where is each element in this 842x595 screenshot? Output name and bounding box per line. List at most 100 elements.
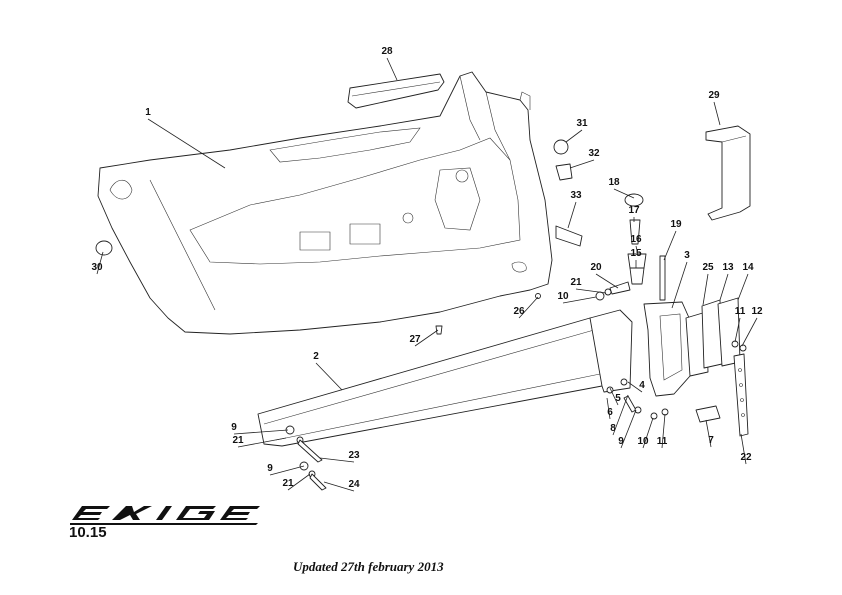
callout-leader-c28 xyxy=(386,57,398,81)
callout-leader-c9c xyxy=(620,409,637,449)
callout-number-c31: 31 xyxy=(576,118,588,129)
callout-leader-c21b xyxy=(237,437,287,448)
callout-number-c3: 3 xyxy=(684,250,690,261)
callout-leader-c9 xyxy=(233,429,289,435)
callout-number-c4: 4 xyxy=(639,380,645,391)
callout-number-c9: 9 xyxy=(231,422,237,433)
side-bracket-cover xyxy=(705,125,751,221)
callout-number-c21b: 21 xyxy=(232,435,244,446)
callout-leader-c31 xyxy=(565,129,583,143)
rod-19 xyxy=(659,255,666,301)
bolt-20 xyxy=(609,281,631,295)
callout-number-c14: 14 xyxy=(742,262,754,273)
clip-33 xyxy=(555,225,583,247)
callout-number-c25: 25 xyxy=(702,262,714,273)
hinge-bracket-3 xyxy=(643,301,691,397)
callout-leader-c33 xyxy=(567,201,577,229)
clip-32 xyxy=(555,163,573,181)
callout-number-c9c: 9 xyxy=(618,436,624,447)
callout-leader-c2 xyxy=(315,362,343,391)
callout-leader-c29 xyxy=(713,101,721,126)
callout-leader-c22 xyxy=(740,433,747,465)
side-impact-beam xyxy=(257,309,633,447)
callout-number-c32: 32 xyxy=(588,148,600,159)
callout-number-c29: 29 xyxy=(708,90,720,101)
nut-12 xyxy=(739,344,747,352)
bolt-8 xyxy=(623,395,637,413)
callout-leader-c27 xyxy=(414,329,439,347)
callout-number-c21: 21 xyxy=(570,277,582,288)
callout-leader-c10b xyxy=(642,417,654,449)
callout-leader-c19 xyxy=(663,230,677,261)
callout-number-c27: 27 xyxy=(409,334,421,345)
callout-number-c10b: 10 xyxy=(637,436,649,447)
callout-leader-c7 xyxy=(705,419,712,448)
callout-leader-c10 xyxy=(562,296,597,304)
callout-number-c20: 20 xyxy=(590,262,602,273)
callout-number-c13: 13 xyxy=(722,262,734,273)
washer-9c xyxy=(634,406,642,414)
bolt-23 xyxy=(297,439,323,463)
callout-number-c10: 10 xyxy=(557,291,569,302)
callout-leader-c21c xyxy=(287,473,311,491)
callout-leader-c24 xyxy=(323,481,355,492)
exige-logo xyxy=(70,506,260,525)
grommet-30 xyxy=(95,240,113,256)
bolt-17 xyxy=(629,219,641,245)
callout-number-c18: 18 xyxy=(608,177,620,188)
callout-leader-c21 xyxy=(575,288,607,294)
section-code: 10.15 xyxy=(69,524,107,541)
footer-update-note: Updated 27th february 2013 xyxy=(293,559,444,574)
bolt-24 xyxy=(309,473,327,491)
callout-number-c11b: 11 xyxy=(657,436,668,447)
callout-leader-c14 xyxy=(737,273,749,301)
callout-leader-c9b xyxy=(269,465,305,476)
callout-leader-c26 xyxy=(518,296,539,319)
callout-leader-c23 xyxy=(319,457,355,463)
callout-number-c21c: 21 xyxy=(282,478,294,489)
callout-leader-c30 xyxy=(96,251,104,275)
screw-26 xyxy=(535,293,541,299)
callout-number-c23: 23 xyxy=(348,450,360,461)
callout-leader-c3 xyxy=(671,261,688,309)
callout-number-c11: 11 xyxy=(735,306,746,317)
callout-leader-c11 xyxy=(734,317,741,343)
callout-number-c6: 6 xyxy=(607,407,613,418)
callout-leader-c12 xyxy=(741,317,758,347)
callout-leader-c6 xyxy=(606,397,611,420)
callout-leader-c1 xyxy=(147,118,226,169)
callout-number-c33: 33 xyxy=(570,190,582,201)
washer-10 xyxy=(595,291,605,301)
callout-number-c2: 2 xyxy=(313,351,319,362)
grommet-31 xyxy=(553,139,569,155)
callout-leader-c20 xyxy=(595,273,619,289)
callout-number-c9b: 9 xyxy=(267,463,273,474)
callout-number-c24: 24 xyxy=(348,479,360,490)
callout-number-c15: 15 xyxy=(630,248,642,259)
callout-leader-c5 xyxy=(609,387,619,406)
screw-27 xyxy=(435,325,443,335)
callout-leader-c18 xyxy=(613,188,635,199)
washer-10b xyxy=(650,412,658,420)
callout-number-c16: 16 xyxy=(630,234,642,245)
callout-leader-c32 xyxy=(569,159,595,169)
callout-leader-c4 xyxy=(627,381,643,393)
callout-number-c22: 22 xyxy=(740,452,752,463)
cap-18 xyxy=(624,193,644,207)
callout-number-c28: 28 xyxy=(381,46,393,57)
bolt-4 xyxy=(620,378,628,386)
window-trim-strip xyxy=(347,73,445,109)
callout-leader-c11b xyxy=(661,413,666,449)
clip-7 xyxy=(695,405,721,423)
callout-leader-c16 xyxy=(635,245,639,256)
callout-number-c26: 26 xyxy=(513,306,525,317)
callout-leader-c25 xyxy=(702,273,709,306)
bush-15 xyxy=(629,267,645,285)
callout-number-c30: 30 xyxy=(91,262,103,273)
callout-number-c1: 1 xyxy=(145,107,151,118)
callout-number-c7: 7 xyxy=(708,435,714,446)
callout-number-c19: 19 xyxy=(670,219,682,230)
callout-number-c8: 8 xyxy=(610,423,616,434)
